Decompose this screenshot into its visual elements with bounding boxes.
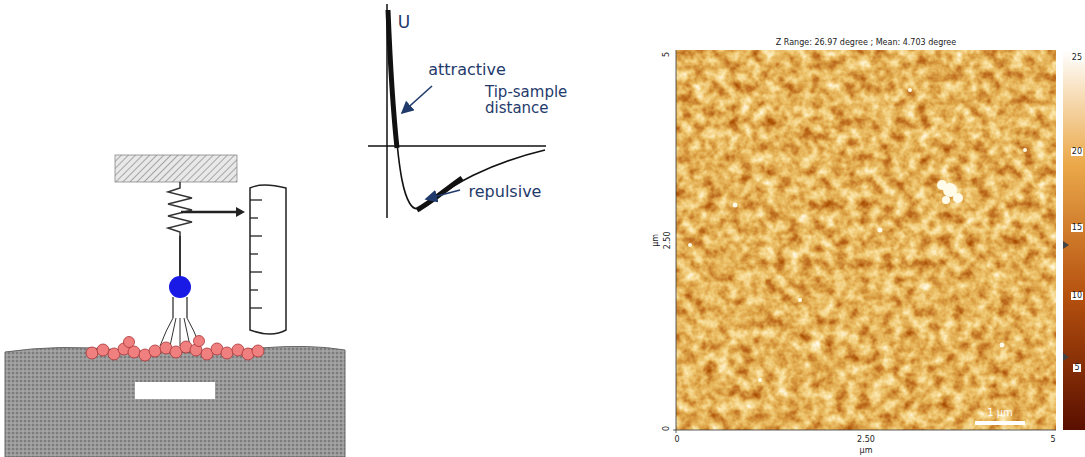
unit-label: µm bbox=[652, 234, 661, 247]
region-label: repulsive bbox=[469, 183, 542, 201]
tick-label: 2.50 bbox=[857, 436, 875, 445]
axis-label: Tip-sample distance bbox=[485, 84, 605, 117]
axis-label: U bbox=[398, 13, 410, 32]
colorbar-tick: 20 bbox=[1071, 148, 1083, 157]
scale-bar-label: 1 µm bbox=[987, 407, 1013, 418]
unit-label: µm bbox=[860, 447, 873, 456]
tick-label: 2.50 bbox=[664, 231, 673, 249]
tick-label: 5 bbox=[664, 51, 673, 56]
region-label: attractive bbox=[428, 61, 506, 79]
tick-label: 0 bbox=[674, 436, 679, 445]
colorbar-tick: 10 bbox=[1071, 292, 1083, 301]
tick-label: 0 bbox=[664, 425, 673, 430]
image-title: Z Range: 26.97 degree ; Mean: 4.703 degr… bbox=[776, 39, 956, 48]
colorbar-tick: 25 bbox=[1071, 54, 1083, 63]
colorbar-tick: 15 bbox=[1071, 224, 1083, 233]
colorbar-tick: 5 bbox=[1073, 364, 1080, 373]
tick-label: 5 bbox=[1050, 436, 1055, 445]
